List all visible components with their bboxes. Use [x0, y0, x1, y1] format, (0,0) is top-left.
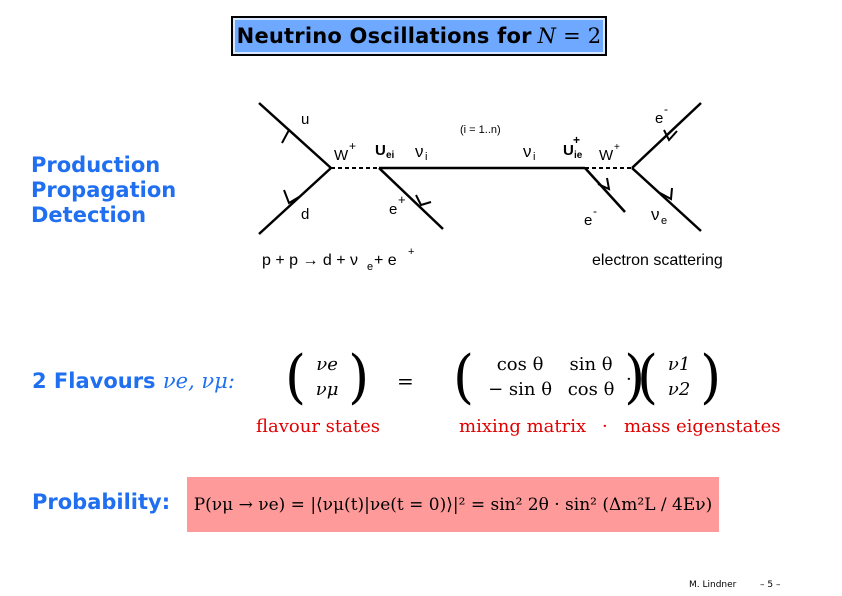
probability-formula-box: P(νμ → νe) = |⟨νμ(t)|νe(t = 0)⟩|² = sin²… [187, 477, 719, 532]
label-nu-i-left-sub: i [425, 151, 427, 163]
mixing-matrix-label: mixing matrix [459, 416, 587, 437]
label-u-ie-sub: ie [574, 150, 583, 161]
slide-title-math: N = 2 [537, 24, 602, 48]
flavour-vector: ( νe νμ ) [285, 342, 370, 411]
label-w-right: W [599, 147, 614, 164]
label-d: d [301, 206, 309, 223]
label-w-left: W [334, 147, 349, 164]
mass-vector: ( ν1 ν2 ) [637, 342, 722, 411]
label-u-ei-sub: ei [386, 150, 395, 161]
label-u-ie: U [563, 142, 574, 159]
e-minus-bottom-arrow [597, 177, 611, 191]
reaction-sub: e [367, 261, 373, 273]
flavour-states-label: flavour states [256, 416, 380, 437]
label-e-minus-bottom: e [584, 212, 592, 229]
electron-scattering: electron scattering [592, 252, 723, 269]
e-minus-bottom-line [584, 167, 626, 213]
u-arrow [281, 128, 299, 144]
nu-e-arrow [659, 187, 673, 201]
label-detection: Detection [31, 203, 147, 227]
mass-eigenstates-label: mass eigenstates [624, 416, 781, 437]
label-w-left-sup: + [349, 139, 356, 153]
mixing-matrix: ( cos θ sin θ − sin θ cos θ ) [453, 342, 646, 411]
label-e-plus: e [389, 201, 397, 218]
d-arrow [283, 189, 300, 205]
label-nu-i-left: ν [415, 142, 424, 161]
e-plus-line [378, 167, 444, 230]
footer-page: – 5 – [760, 580, 781, 590]
d-quark-line [258, 167, 332, 235]
slide-title: Neutrino Oscillations for N = 2 [231, 16, 607, 56]
label-e-minus-top-sup: - [664, 102, 668, 116]
label-u-ei: U [375, 142, 386, 159]
e-plus-arrow [415, 194, 432, 207]
reaction-main: p + p → d + ν [262, 252, 358, 269]
reaction-sup: + [408, 246, 414, 258]
label-w-right-sup: + [614, 142, 620, 153]
label-nu-i-right-sub: i [533, 151, 535, 163]
label-u-ie-sup: + [573, 133, 580, 147]
e-minus-top-arrow [663, 129, 678, 142]
label-production: Production [31, 153, 161, 177]
flavours-label: 2 Flavours νe, νμ: [32, 369, 235, 393]
label-nu-e-sub: e [661, 215, 667, 227]
label-e-minus-top: e [655, 110, 663, 127]
label-e-minus-bottom-sup: - [593, 204, 597, 218]
label-u: u [301, 111, 309, 128]
label-nu-i-right: ν [523, 142, 532, 161]
label-nu-e: ν [651, 205, 660, 224]
nu-e-line [631, 167, 702, 232]
probability-label: Probability: [32, 490, 171, 514]
reaction-tail: + e [374, 252, 397, 269]
label-propagation: Propagation [31, 178, 177, 202]
dot-label: · [602, 416, 608, 437]
dot-operator: · [626, 369, 632, 390]
label-range: (i = 1..n) [460, 124, 501, 136]
probability-formula: P(νμ → νe) = |⟨νμ(t)|νe(t = 0)⟩|² = sin²… [193, 494, 713, 515]
equals-sign: = [397, 369, 414, 393]
footer-author: M. Lindner [689, 580, 737, 590]
slide-title-text: Neutrino Oscillations for [236, 24, 532, 48]
label-e-plus-sup: + [398, 192, 406, 207]
